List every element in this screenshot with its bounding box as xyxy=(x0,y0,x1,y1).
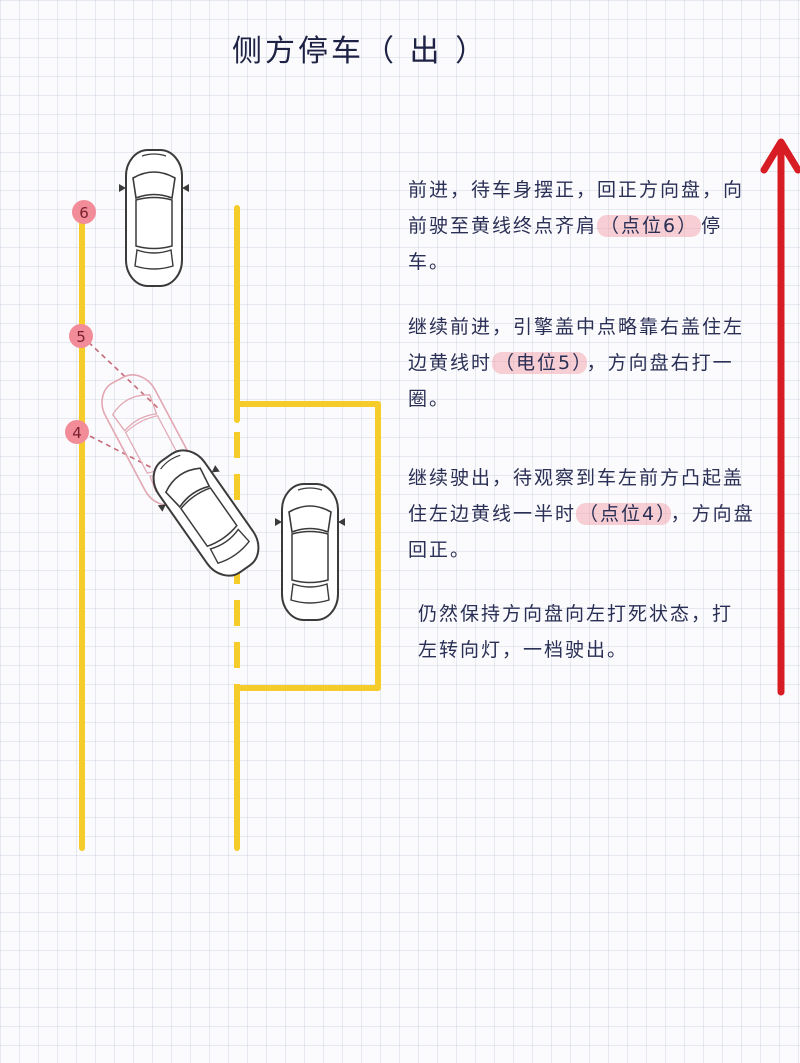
svg-text:6: 6 xyxy=(79,204,89,222)
step-note-2: 继续前进，引擎盖中点略靠右盖住左边黄线时（电位5），方向盘右打一圈。 xyxy=(408,316,745,410)
svg-text:4: 4 xyxy=(72,424,82,442)
step-note-1: 前进，待车身摆正，回正方向盘，向前驶至黄线终点齐肩（点位6）停车。 xyxy=(408,179,745,273)
car-top xyxy=(118,149,190,287)
svg-text:5: 5 xyxy=(76,328,86,346)
page-title: 侧方停车（ 出 ） xyxy=(232,34,489,69)
highlight-marker-4: （点位4） xyxy=(576,503,671,525)
step-note-3: 继续驶出，待观察到车左前方凸起盖住左边黄线一半时（点位4），方向盘回正。 xyxy=(408,467,755,561)
highlight-marker-6: （点位6） xyxy=(597,215,702,237)
parking-space-outline xyxy=(237,401,381,691)
marker-5: 5 xyxy=(69,324,93,348)
car-exiting xyxy=(137,436,275,590)
sight-line-4 xyxy=(81,431,161,473)
marker-4: 4 xyxy=(65,420,89,444)
step-note-4: 仍然保持方向盘向左打死状态，打左转向灯，一档驶出。 xyxy=(418,603,734,661)
car-parked xyxy=(274,483,346,621)
marker-6: 6 xyxy=(72,200,96,224)
highlight-marker-5: （电位5） xyxy=(492,352,587,374)
sight-line-5 xyxy=(81,335,159,409)
direction-arrow-up xyxy=(760,138,800,696)
